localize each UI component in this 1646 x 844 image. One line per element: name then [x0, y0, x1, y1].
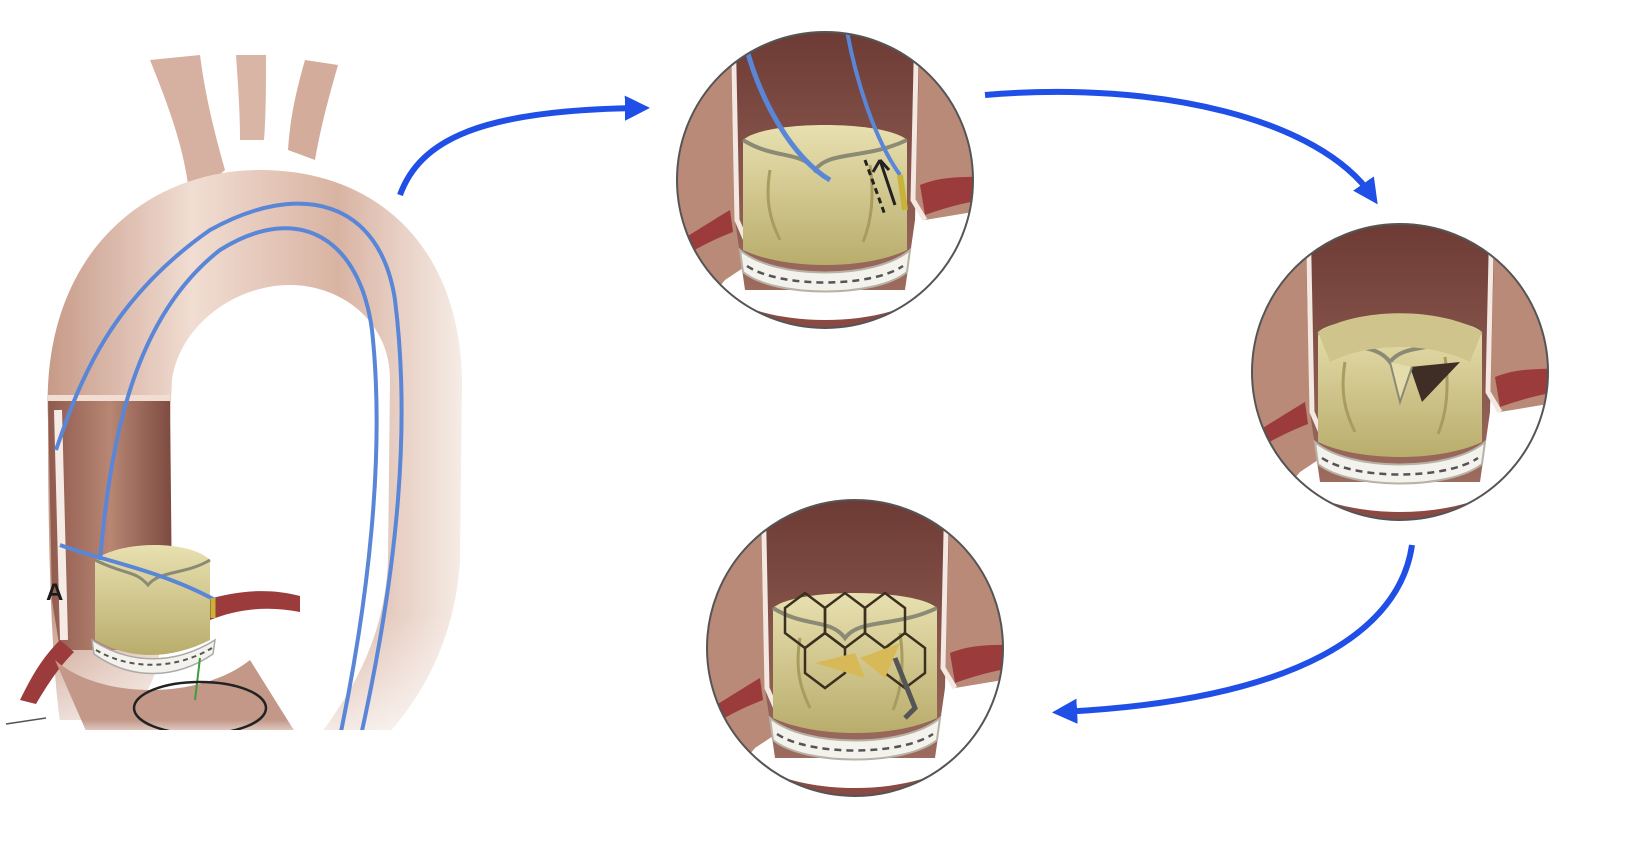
- panel-label: A: [46, 579, 63, 606]
- arrow-to-step-1: [400, 108, 640, 195]
- arrow-to-step-2: [985, 92, 1372, 196]
- arrow-to-step-3: [1062, 545, 1412, 712]
- valve-closeup-1-icon: [665, 20, 985, 340]
- aortic-arch-illustration-icon: [0, 55, 470, 790]
- valve-closeup-2-icon: [1240, 212, 1560, 532]
- valve-closeup-3-icon: [695, 488, 1015, 808]
